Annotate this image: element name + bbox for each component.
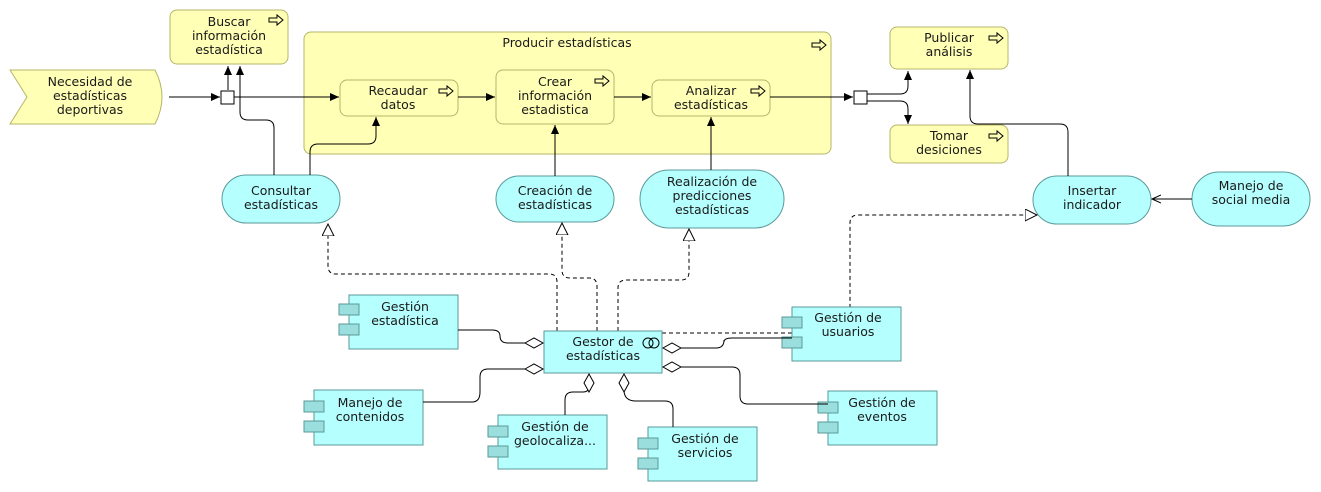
- aggregation-manejo-contenidos: [423, 369, 543, 403]
- component-label-line-1: Gestión de: [521, 419, 589, 434]
- service-label-line-2: predicciones: [673, 188, 752, 203]
- process-crear-informacion[interactable]: Crear información estadistica: [495, 69, 615, 125]
- process-arrow-icon: [268, 13, 284, 27]
- aggregation-servicios: [624, 374, 674, 427]
- service-label-line-1: Creación de: [518, 183, 593, 198]
- process-arrow-icon: [988, 31, 1004, 45]
- aggregation-eventos: [663, 367, 828, 405]
- process-arrow-icon: [811, 38, 827, 52]
- process-label-line-2: desiciones: [916, 142, 982, 157]
- component-label-line-2: usuarios: [822, 324, 875, 339]
- aggregation-gestion-estadistica: [458, 329, 543, 343]
- flow-junction-tomar: [867, 100, 912, 124]
- process-label-line-1: Analizar: [686, 83, 737, 98]
- process-label-line-2: estadísticas: [674, 97, 748, 112]
- component-manejo-contenidos[interactable]: Manejo de contenidos: [303, 389, 424, 446]
- service-label-line-2: social media: [1212, 192, 1291, 207]
- process-publicar-analisis[interactable]: Publicar análisis: [889, 26, 1009, 70]
- component-gestion-estadistica[interactable]: Gestión estadística: [338, 294, 459, 350]
- event-label-line-2: estadísticas: [53, 88, 127, 103]
- process-label-line-2: análisis: [926, 44, 973, 59]
- component-label-line-1: Gestión de: [848, 395, 916, 410]
- service-label-line-1: Realización de: [667, 174, 757, 189]
- component-label-line-2: servicios: [678, 445, 733, 460]
- component-gestion-geolocalizacion[interactable]: Gestión de geolocaliza...: [487, 414, 608, 470]
- event-label-line-1: Necesidad de: [48, 74, 133, 89]
- process-label-line-1: Crear: [538, 74, 573, 89]
- aggregation-geolocalizacion: [564, 374, 589, 415]
- component-tab-icon: [637, 457, 659, 470]
- process-arrow-icon: [594, 74, 610, 88]
- process-analizar-estadisticas[interactable]: Analizar estadísticas: [651, 79, 771, 117]
- process-label-line-3: estadística: [195, 42, 263, 57]
- serving-consultar-buscar: [236, 66, 275, 175]
- process-label-line-3: estadistica: [521, 102, 589, 117]
- process-buscar-informacion[interactable]: Buscar información estadística: [169, 9, 289, 65]
- component-tab-icon: [338, 323, 360, 336]
- realization-gestor-consultar: [328, 224, 558, 331]
- component-label-line-1: Manejo de: [338, 395, 403, 410]
- component-label-line-1: Gestión: [381, 299, 429, 314]
- service-label-line-2: indicador: [1063, 197, 1122, 212]
- service-label-line-1: Insertar: [1068, 183, 1118, 198]
- process-label-line-1: Publicar: [924, 30, 975, 45]
- component-label-line-2: geolocaliza...: [514, 433, 596, 448]
- process-recaudar-datos[interactable]: Recaudar datos: [339, 79, 459, 117]
- realization-gestor-creacion: [562, 223, 598, 331]
- component-tab-icon: [338, 303, 360, 316]
- process-arrow-icon: [438, 84, 454, 98]
- component-tab-icon: [487, 445, 509, 458]
- service-label-line-1: Consultar: [251, 183, 312, 198]
- serving-consultar-recaudar: [309, 117, 380, 175]
- collaboration-icon: [642, 337, 660, 349]
- process-arrow-icon: [750, 84, 766, 98]
- junction-right: [853, 90, 868, 105]
- service-label-line-1: Manejo de: [1219, 178, 1284, 193]
- component-label-line-2: contenidos: [336, 409, 405, 424]
- component-tab-icon: [781, 316, 803, 329]
- service-label-line-2: estadísticas: [244, 197, 318, 212]
- process-label-line-1: Buscar: [208, 14, 252, 29]
- process-arrow-icon: [988, 129, 1004, 143]
- process-label-line-1: Recaudar: [368, 83, 428, 98]
- component-label-line-2: estadísticas: [566, 348, 640, 363]
- service-creacion-estadisticas[interactable]: Creación de estadísticas: [495, 175, 615, 223]
- component-label-line-1: Gestor de: [572, 334, 633, 349]
- component-gestion-usuarios[interactable]: Gestión de usuarios: [781, 306, 902, 362]
- component-tab-icon: [817, 421, 839, 434]
- component-tab-icon: [781, 336, 803, 349]
- component-tab-icon: [487, 425, 509, 438]
- flow-junction-publicar: [867, 71, 912, 95]
- service-consultar-estadisticas[interactable]: Consultar estadísticas: [221, 174, 341, 224]
- realization-gestor-realizacion: [617, 229, 689, 331]
- component-label-line-1: Gestión de: [814, 310, 882, 325]
- component-gestion-servicios[interactable]: Gestión de servicios: [637, 426, 758, 482]
- process-label-line-1: Tomar: [929, 128, 969, 143]
- service-realizacion-predicciones[interactable]: Realización de predicciones estadísticas: [639, 169, 785, 229]
- serving-insertar-publicar: [966, 70, 1069, 176]
- junction-left: [220, 90, 235, 105]
- aggregation-usuarios: [663, 337, 792, 348]
- service-label-line-2: estadísticas: [518, 197, 592, 212]
- component-tab-icon: [637, 437, 659, 450]
- component-label-line-2: eventos: [857, 409, 907, 424]
- component-label-line-1: Gestión de: [671, 431, 739, 446]
- service-label-line-3: estadísticas: [675, 202, 749, 217]
- component-gestion-eventos[interactable]: Gestión de eventos: [817, 390, 938, 446]
- process-label-line-2: información: [518, 88, 592, 103]
- component-tab-icon: [817, 401, 839, 414]
- process-producir-label: Producir estadísticas: [502, 35, 631, 50]
- process-tomar-desiciones[interactable]: Tomar desiciones: [889, 124, 1009, 164]
- service-manejo-social-media[interactable]: Manejo de social media: [1191, 171, 1311, 227]
- service-insertar-indicador[interactable]: Insertar indicador: [1032, 175, 1152, 225]
- process-label-line-2: información: [192, 28, 266, 43]
- process-label-line-2: datos: [381, 97, 416, 112]
- component-label-line-2: estadística: [371, 313, 439, 328]
- component-gestor-estadisticas[interactable]: Gestor de estadísticas: [543, 330, 663, 374]
- component-tab-icon: [303, 420, 325, 433]
- event-label-line-3: deportivas: [57, 102, 123, 117]
- component-tab-icon: [303, 400, 325, 413]
- event-necesidad-estadisticas[interactable]: Necesidad de estadísticas deportivas: [9, 69, 163, 125]
